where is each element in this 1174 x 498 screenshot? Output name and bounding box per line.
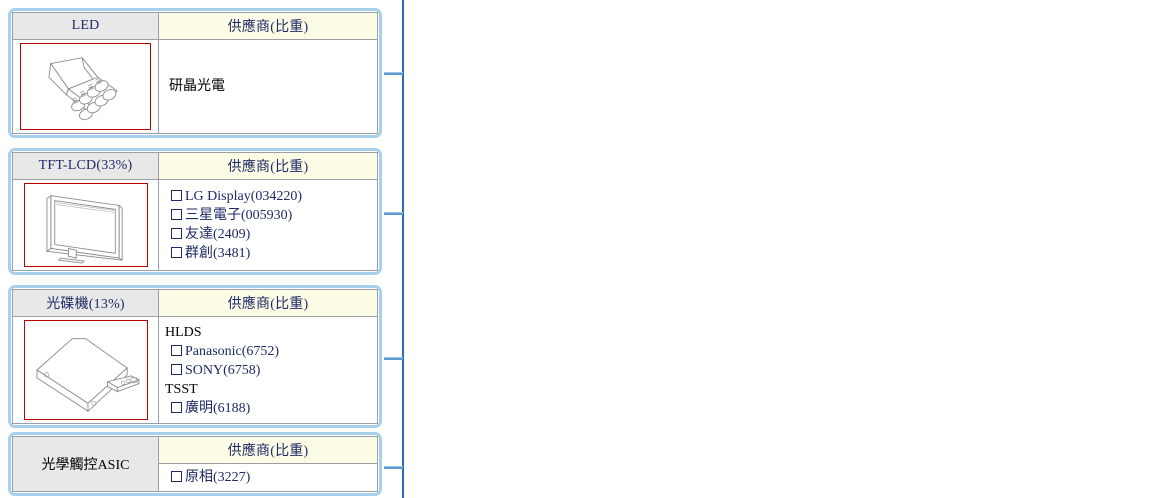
component-panel-optical-touch-asic[interactable]: 光學觸控ASIC 供應商(比重) 原相(3227)	[8, 432, 382, 496]
supplier-plain-label: 研晶光電	[169, 79, 225, 94]
checkbox-icon[interactable]	[171, 190, 182, 201]
tree-trunk-line	[402, 0, 404, 498]
panel-header-row: TFT-LCD(33%) 供應商(比重)	[12, 152, 378, 180]
checkbox-icon[interactable]	[171, 401, 182, 413]
supplier-header: 供應商(比重)	[158, 289, 378, 317]
supplier-checkbox-item[interactable]: SONY(6758)	[165, 361, 377, 380]
component-thumbnail-cell[interactable]	[12, 39, 159, 134]
checkbox-icon[interactable]	[171, 247, 182, 258]
panel-header-row: 光學觸控ASIC 供應商(比重)	[12, 436, 378, 492]
panel-table: TFT-LCD(33%) 供應商(比重)	[12, 152, 378, 271]
component-panel-tft-lcd[interactable]: TFT-LCD(33%) 供應商(比重)	[8, 148, 382, 275]
panel-header-row: LED 供應商(比重)	[12, 12, 378, 40]
supplier-list: 原相(3227)	[158, 463, 378, 492]
panel-body-row: 研晶光電	[12, 39, 378, 134]
supplier-label: LG Display(034220)	[185, 189, 303, 204]
supplier-checkbox-item[interactable]: Panasonic(6752)	[165, 342, 377, 361]
checkbox-icon[interactable]	[171, 471, 182, 482]
supplier-checkbox-item[interactable]: 廣明(6188)	[165, 399, 377, 418]
supplier-list: LG Display(034220) 三星電子(005930) 友達(2409)…	[158, 179, 378, 271]
component-thumbnail-cell[interactable]	[12, 316, 159, 424]
supplier-label: 原相(3227)	[185, 470, 251, 485]
component-thumbnail-cell[interactable]	[12, 179, 159, 271]
led-module-line-art-icon	[20, 43, 151, 130]
optical-disc-drive-line-art-icon	[23, 320, 148, 420]
supplier-group-label: TSST	[165, 381, 198, 397]
checkbox-icon[interactable]	[171, 344, 182, 356]
tree-branch-tft-lcd	[384, 212, 403, 215]
supplier-header: 供應商(比重)	[158, 152, 378, 180]
panel-table: 光學觸控ASIC 供應商(比重) 原相(3227)	[12, 436, 378, 492]
supplier-list: HLDS Panasonic(6752) SONY(6758) TSST 廣明(…	[158, 316, 378, 424]
component-label: 光學觸控ASIC	[12, 436, 159, 492]
supplier-label: 友達(2409)	[185, 227, 251, 242]
supplier-label: Panasonic(6752)	[185, 343, 280, 359]
component-label: 光碟機(13%)	[12, 289, 159, 317]
checkbox-icon[interactable]	[171, 209, 182, 220]
component-panel-optical-drive[interactable]: 光碟機(13%) 供應商(比重)	[8, 285, 382, 428]
supplier-label: 群創(3481)	[185, 246, 251, 261]
supplier-checkbox-item[interactable]: 友達(2409)	[165, 225, 377, 244]
component-label: LED	[12, 12, 159, 40]
supplier-header: 供應商(比重)	[158, 12, 378, 40]
panel-table: LED 供應商(比重)	[12, 12, 378, 134]
supplier-header: 供應商(比重)	[158, 436, 378, 464]
supplier-checkbox-item[interactable]: 群創(3481)	[165, 244, 377, 263]
checkbox-icon[interactable]	[171, 228, 182, 239]
supplier-list: 研晶光電	[158, 39, 378, 134]
component-label: TFT-LCD(33%)	[12, 152, 159, 180]
panel-header-row: 光碟機(13%) 供應商(比重)	[12, 289, 378, 317]
checkbox-icon[interactable]	[171, 363, 182, 375]
tree-branch-optical-drive	[384, 357, 403, 360]
supplier-group-label: HLDS	[165, 324, 202, 340]
lcd-monitor-line-art-icon	[23, 183, 148, 267]
panel-body-row: 原相(3227)	[13, 463, 378, 492]
supplier-checkbox-item[interactable]: 原相(3227)	[165, 468, 377, 487]
component-panel-led[interactable]: LED 供應商(比重)	[8, 8, 382, 138]
supplier-label: 三星電子(005930)	[185, 208, 293, 223]
supplier-label: SONY(6758)	[185, 362, 261, 378]
panel-body-row: HLDS Panasonic(6752) SONY(6758) TSST 廣明(…	[12, 316, 378, 424]
supplier-checkbox-item[interactable]: LG Display(034220)	[165, 187, 377, 206]
panel-table: 光碟機(13%) 供應商(比重)	[12, 289, 378, 424]
tree-branch-optical-touch-asic	[384, 466, 403, 469]
supplier-label: 廣明(6188)	[185, 400, 251, 416]
panel-body-row: LG Display(034220) 三星電子(005930) 友達(2409)…	[12, 179, 378, 271]
tree-branch-led	[384, 72, 403, 75]
supplier-checkbox-item[interactable]: 三星電子(005930)	[165, 206, 377, 225]
